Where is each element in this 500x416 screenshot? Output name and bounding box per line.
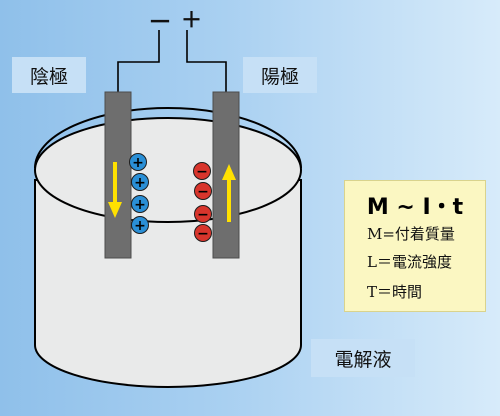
anion-flow-arrow [222, 164, 236, 222]
ion-group: + + + + − − − − [129, 153, 212, 242]
anion-ion-symbol: − [197, 184, 209, 200]
anion-ion: − [194, 205, 212, 223]
cation-ion-symbol: + [134, 175, 146, 191]
cation-ion-symbol: + [134, 218, 146, 234]
anion-ion-symbol: − [197, 226, 209, 242]
anion-ion: − [193, 162, 211, 180]
cation-flow-arrow [108, 162, 122, 218]
anode-wire [186, 30, 227, 92]
formula-time-definition: T＝時間 [367, 283, 423, 301]
formula-mass-definition: M=付着質量 [367, 225, 455, 243]
cation-ion: + [129, 153, 147, 171]
cathode-label: 陰極 [12, 57, 86, 93]
cation-ion-symbol: + [134, 197, 146, 213]
anion-ion: − [194, 182, 212, 200]
electrolyte-label: 電解液 [311, 339, 415, 377]
tank-top [34, 117, 302, 223]
anion-ion-symbol: − [196, 164, 208, 180]
anion-ion: − [194, 224, 212, 242]
formula-title: M ~ I・t [366, 195, 464, 220]
formula-current-definition: L＝電流強度 [367, 253, 452, 271]
cathode-electrode [104, 91, 132, 259]
cation-ion: + [131, 216, 149, 234]
anion-ion-symbol: − [197, 207, 209, 223]
negative-terminal-label: － [148, 8, 172, 36]
cation-ion: + [131, 173, 149, 191]
anode-label: 陽極 [243, 57, 317, 93]
cation-ion: + [131, 195, 149, 213]
cathode-wire [117, 30, 160, 92]
tank-rim [34, 107, 302, 169]
cation-ion-symbol: + [132, 155, 144, 171]
formula-box: M ~ I・t M=付着質量 L＝電流強度 T＝時間 [344, 180, 486, 312]
positive-terminal-label: ＋ [181, 8, 202, 32]
